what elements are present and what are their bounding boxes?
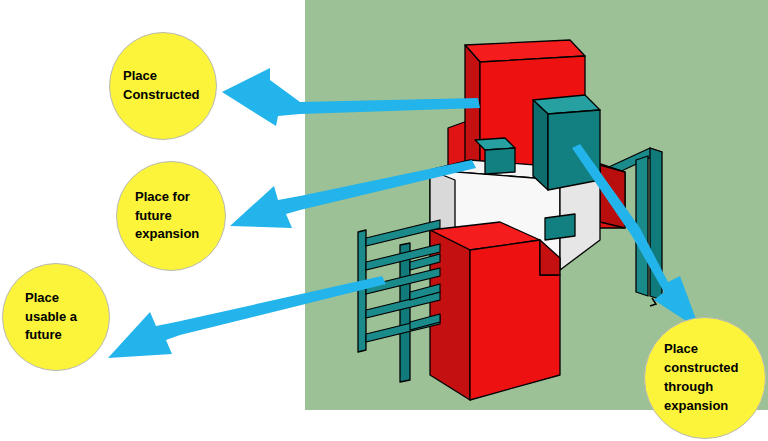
callout-text: Place for future expansion	[135, 188, 207, 245]
callout-text: Place constructed through expansion	[664, 340, 746, 415]
ground-mark	[650, 298, 656, 306]
callout-circle: Place Constructed	[109, 32, 217, 140]
building	[358, 40, 662, 400]
callout-circle: Place for future expansion	[116, 161, 226, 271]
callout-text: Place usable a future	[25, 289, 87, 346]
callout-circle: Place usable a future	[2, 263, 110, 371]
callout-text: Place Constructed	[123, 67, 203, 105]
callout-circle: Place constructed through expansion	[644, 317, 766, 439]
